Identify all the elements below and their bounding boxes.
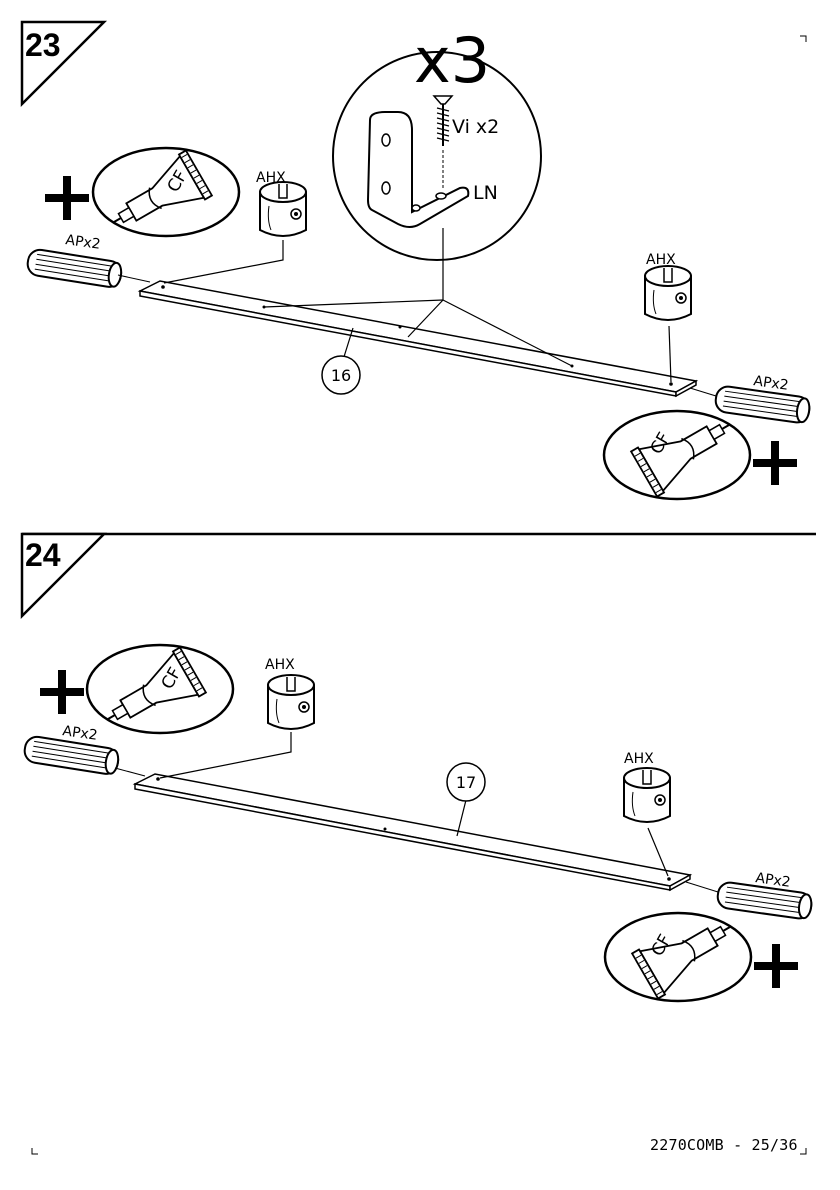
step-number: 24 — [25, 537, 61, 573]
part-number: 16 — [331, 366, 351, 385]
bracket-label: LN — [473, 182, 498, 204]
step-number: 23 — [25, 27, 61, 63]
dowel-icon — [23, 735, 120, 775]
cam-lock-icon — [645, 266, 691, 320]
plus-icon — [754, 944, 798, 988]
glue-tube-icon — [87, 645, 233, 742]
cam-lock-icon — [624, 768, 670, 822]
glue-tube-icon — [605, 904, 751, 1001]
bracket-detail-callout: x3 Vi x2 LN — [333, 24, 541, 300]
dowel-label: APx2 — [64, 232, 101, 253]
dowel-icon — [26, 248, 123, 288]
cam-label: AHX — [265, 657, 295, 673]
dowel-icon — [714, 385, 811, 424]
cam-lock-icon — [268, 675, 314, 729]
page-footer-code: 2270COMB - 25/36 — [650, 1136, 798, 1154]
panel-17 — [135, 774, 690, 890]
part-number: 17 — [456, 773, 476, 792]
plus-icon — [40, 670, 84, 714]
glue-tube-icon — [604, 402, 750, 499]
cam-lock-icon — [260, 182, 306, 236]
step-24: 24 17 CF APx2 AHX AHX APx2 — [22, 534, 813, 1001]
panel-16 — [140, 281, 696, 396]
screw-label: Vi x2 — [452, 116, 499, 138]
quantity-multiplier: x3 — [414, 24, 490, 97]
step-23: 23 x3 Vi x2 LN — [0, 0, 811, 499]
plus-icon — [753, 441, 797, 485]
cam-label: AHX — [624, 751, 654, 767]
plus-icon — [45, 176, 89, 220]
glue-tube-icon — [93, 148, 239, 245]
